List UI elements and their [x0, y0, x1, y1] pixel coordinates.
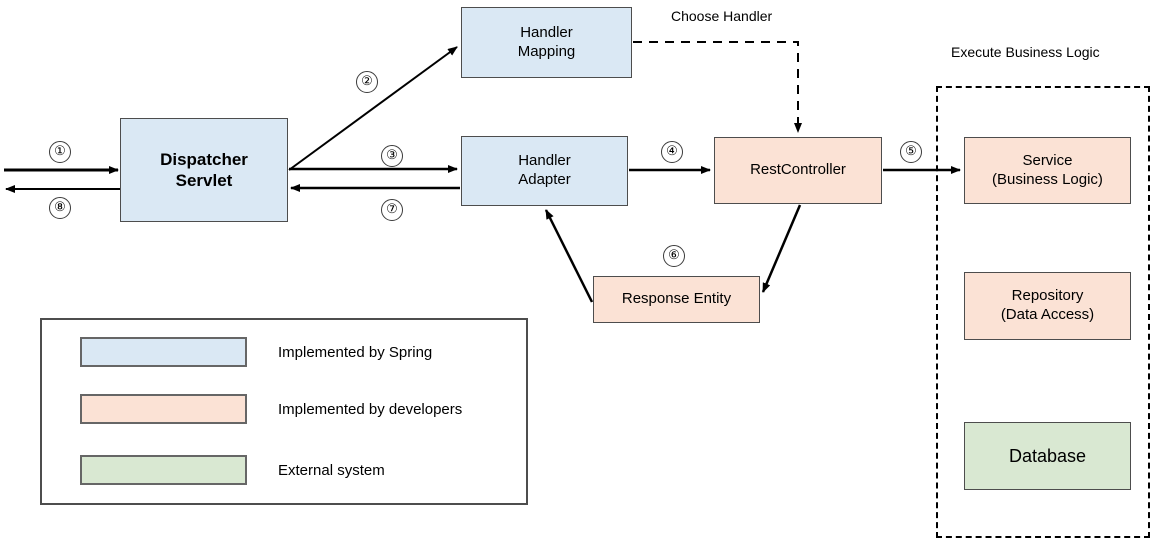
legend-swatch-spring	[80, 337, 247, 367]
step-marker-4: ④	[661, 141, 683, 163]
node-rest-controller[interactable]: RestController	[714, 137, 882, 204]
node-response-entity[interactable]: Response Entity	[593, 276, 760, 323]
repository-line-1: Repository	[1011, 287, 1084, 305]
handler-mapping-line-1: Handler	[520, 23, 573, 41]
node-database[interactable]: Database	[964, 422, 1131, 490]
node-database-label: Database	[1008, 445, 1087, 466]
legend-swatch-developers	[80, 394, 247, 424]
legend-label-external: External system	[278, 462, 385, 479]
step-marker-5: ⑤	[900, 141, 922, 163]
handler-adapter-line-2: Adapter	[518, 171, 571, 188]
handler-adapter-line-1: Handler	[518, 152, 571, 170]
handler-mapping-line-2: Mapping	[517, 42, 576, 60]
node-dispatcher-servlet-label: Dispatcher Servlet	[160, 149, 248, 192]
edge-response-entity-to-handler-adapter	[544, 209, 594, 303]
step-marker-8: ⑧	[49, 197, 71, 219]
dispatcher-servlet-line-2: Servlet	[175, 171, 233, 190]
node-handler-mapping-label: Handler Mapping	[518, 24, 576, 62]
node-rest-controller-label: RestController	[750, 161, 846, 179]
node-service[interactable]: Service (Business Logic)	[964, 137, 1131, 204]
step-marker-2: ②	[356, 71, 378, 93]
step-marker-1: ①	[49, 141, 71, 163]
node-repository-label: Repository (Data Access)	[1001, 287, 1094, 325]
node-handler-adapter-label: Handler Adapter	[518, 152, 571, 190]
edge-rest-controller-to-response-entity	[761, 204, 802, 293]
edge-dispatcher-to-handler-mapping	[288, 46, 458, 171]
node-dispatcher-servlet[interactable]: Dispatcher Servlet	[120, 118, 288, 222]
step-marker-3: ③	[381, 145, 403, 167]
node-response-entity-label: Response Entity	[621, 290, 732, 308]
edge-choose-handler	[633, 41, 802, 133]
service-line-2: (Business Logic)	[992, 170, 1103, 188]
legend-label-developers: Implemented by developers	[278, 401, 463, 418]
node-repository[interactable]: Repository (Data Access)	[964, 272, 1131, 340]
step-marker-6: ⑥	[663, 245, 685, 267]
legend-swatch-external	[80, 455, 247, 485]
node-handler-adapter[interactable]: Handler Adapter	[461, 136, 628, 206]
legend-label-spring: Implemented by Spring	[278, 344, 433, 361]
step-marker-7: ⑦	[381, 199, 403, 221]
node-service-label: Service (Business Logic)	[992, 152, 1103, 190]
service-line-1: Service	[1022, 151, 1073, 169]
node-handler-mapping[interactable]: Handler Mapping	[461, 7, 632, 78]
group-execute-business-logic-label: Execute Business Logic	[951, 44, 1100, 60]
repository-line-2: (Data Access)	[1000, 306, 1095, 323]
group-execute-business-logic	[936, 86, 1150, 538]
label-choose-handler: Choose Handler	[671, 8, 773, 24]
dispatcher-servlet-line-1: Dispatcher	[160, 149, 248, 169]
